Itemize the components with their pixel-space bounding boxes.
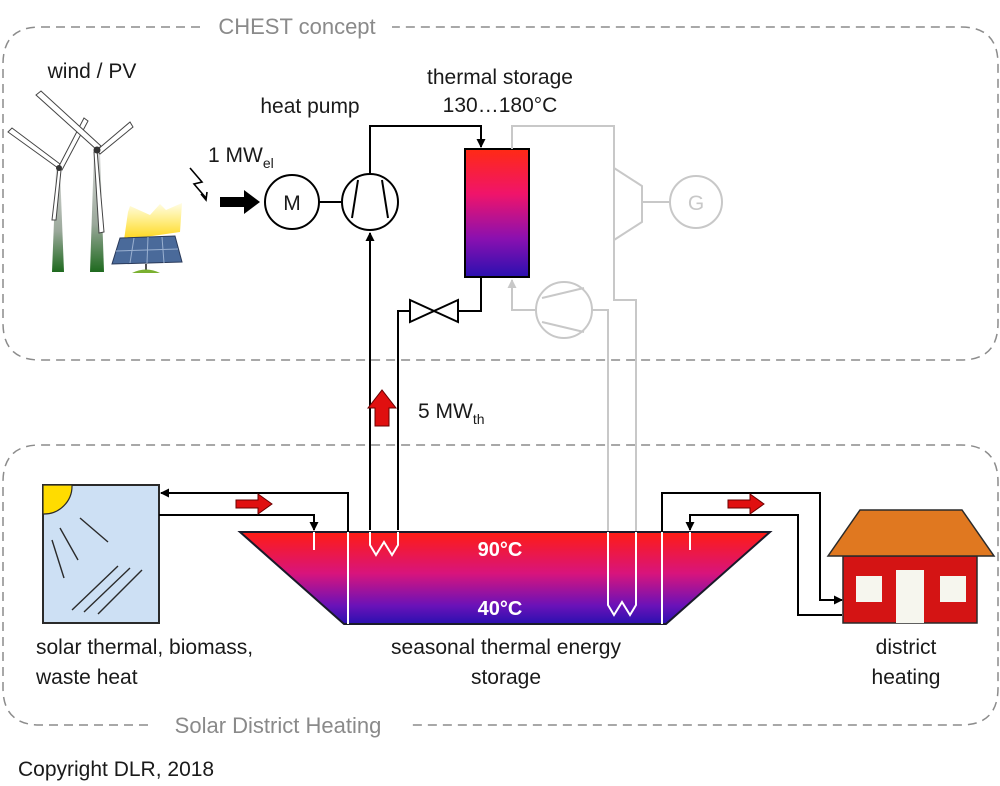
lightning-icon [189, 167, 208, 202]
pipe-hp-to-storage [369, 125, 486, 174]
electric-power-label: 1 MWel [208, 144, 274, 171]
electric-input-arrow [220, 190, 260, 214]
heat-pump-label: heat pump [260, 95, 359, 118]
wind-turbine-front-icon [35, 90, 134, 272]
pipe-collector-to-seasonal [159, 514, 319, 531]
thermal-storage-temp-label: 130…180°C [443, 94, 558, 117]
district-heating-label: district [876, 636, 937, 659]
district-heating-label-2: heating [872, 666, 941, 689]
pipe-seasonal-to-district [661, 492, 843, 605]
solar-collector-icon [42, 484, 160, 624]
generator-icon [669, 175, 723, 229]
chest-concept-frame [2, 26, 999, 361]
seasonal-storage-basin [237, 531, 773, 625]
heat-pump-compressor-icon [341, 173, 399, 231]
motor-label: M [283, 192, 301, 215]
copyright-text: Copyright DLR, 2018 [18, 758, 214, 781]
seasonal-temp-top: 90°C [478, 539, 523, 561]
pipe-district-to-seasonal [685, 514, 842, 616]
chest-concept-title: CHEST concept [218, 14, 375, 39]
heat-flow-up-arrow [366, 389, 398, 427]
seasonal-storage-label-2: storage [471, 666, 541, 689]
source-flow-arrow [235, 493, 273, 515]
source-label: solar thermal, biomass, [36, 636, 253, 659]
house-icon [826, 509, 996, 624]
solar-district-heating-frame [2, 444, 999, 726]
wind-pv-label: wind / PV [47, 60, 137, 83]
seasonal-temp-bottom: 40°C [478, 598, 523, 620]
pipe-seasonal-to-collector [160, 488, 349, 532]
solar-district-heating-title: Solar District Heating [175, 713, 382, 738]
discharge-cycle-inactive [507, 125, 670, 532]
pipe-storage-to-valve [458, 277, 482, 312]
expansion-valve-icon [409, 298, 459, 324]
district-flow-arrow [727, 493, 765, 515]
generator-label: G [688, 192, 704, 215]
thermal-storage-tank [464, 148, 530, 278]
thermal-power-label: 5 MWth [418, 400, 485, 427]
basin-internal-pipes [313, 532, 691, 624]
thermal-storage-label: thermal storage [427, 66, 573, 89]
pv-panel-icon [111, 203, 183, 273]
pipe-valve-to-seasonal [397, 310, 410, 530]
source-label-2: waste heat [35, 666, 138, 689]
seasonal-storage-label: seasonal thermal energy [391, 636, 621, 659]
wind-turbine-back-icon [7, 117, 89, 272]
